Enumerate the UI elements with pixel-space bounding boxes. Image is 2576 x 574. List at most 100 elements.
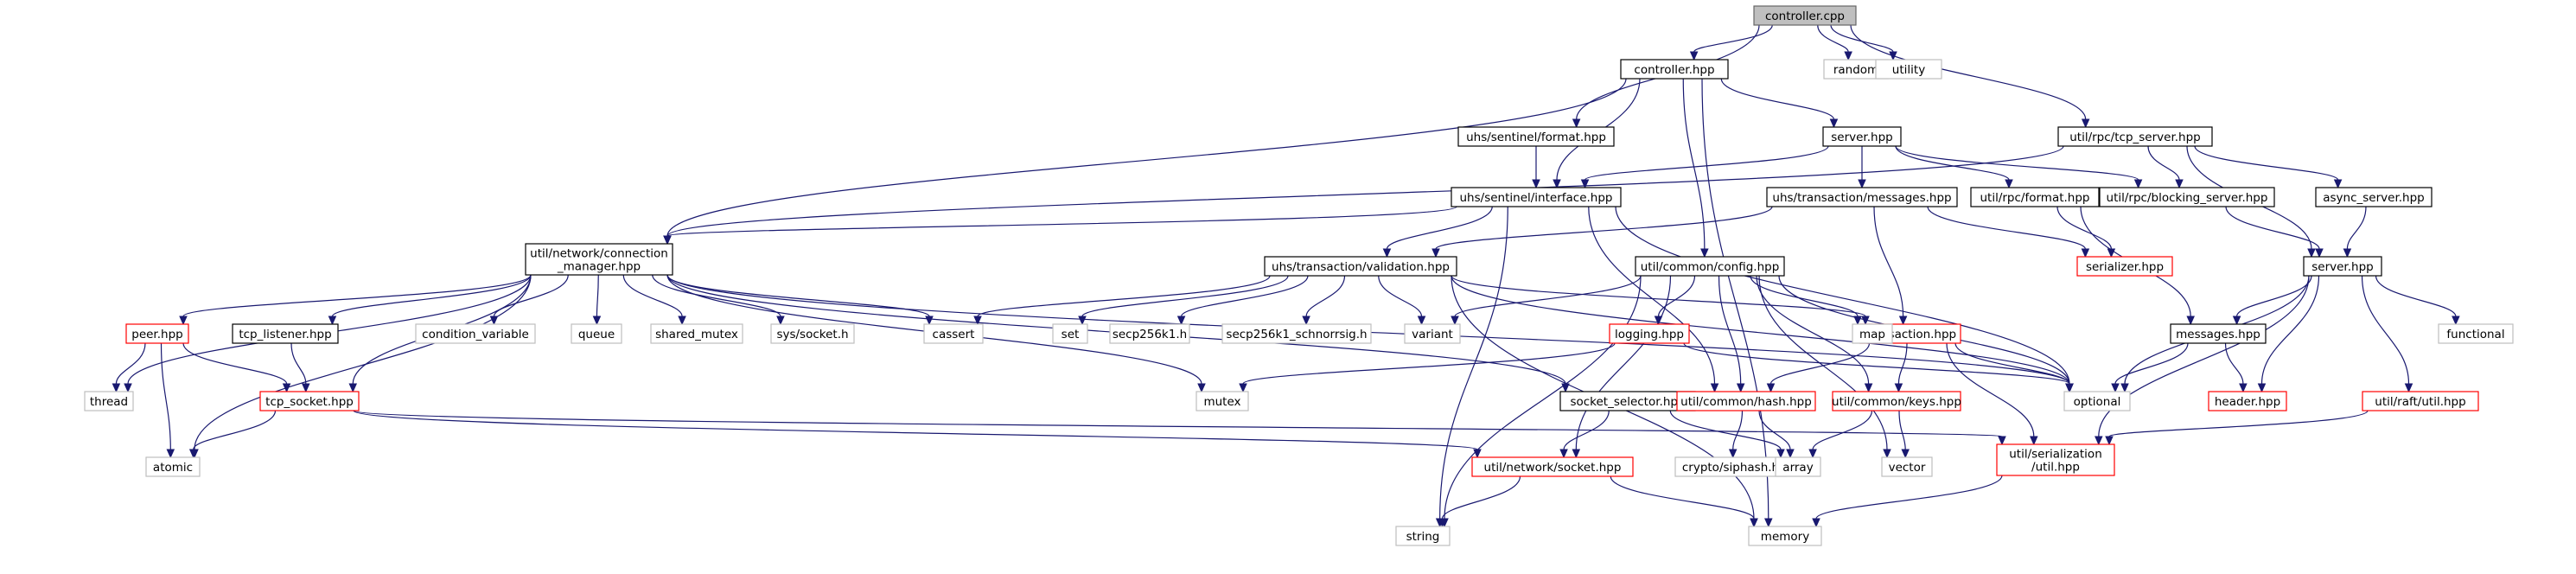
node-async-server-hpp[interactable]: async_server.hpp	[2315, 187, 2433, 207]
edge-connection-manager-hpp-to-condition-variable	[493, 274, 569, 317]
node-label: vector	[1889, 461, 1926, 475]
edge-arrowhead	[2257, 383, 2267, 393]
node-blocking-server-hpp[interactable]: util/rpc/blocking_server.hpp	[2099, 187, 2275, 207]
node-controller-cpp[interactable]: controller.cpp	[1753, 5, 1857, 26]
edge-arrowhead	[1776, 449, 1785, 459]
node-optional: optional	[2063, 391, 2131, 411]
node-sys-socket-h: sys/socket.h	[770, 323, 855, 344]
edge-transaction-hpp-to-keys-hpp	[1897, 342, 1908, 385]
node-box	[1395, 526, 1451, 546]
edge-tcp-socket-hpp-to-serialization-util-hpp	[353, 410, 2003, 437]
node-label: crypto/siphash.h	[1682, 461, 1779, 475]
edge-rpc-server-hpp-to-header-hpp	[2260, 275, 2320, 385]
edge-validation-hpp-to-set	[1081, 275, 1289, 317]
node-tcp-listener-hpp[interactable]: tcp_listener.hpp	[232, 323, 339, 344]
node-network-socket-hpp[interactable]: util/network/socket.hpp	[1471, 456, 1634, 477]
edge-sentinel-interface-hpp-to-string	[1439, 206, 1508, 520]
node-label: util/common/config.hpp	[1641, 260, 1780, 274]
node-label: util/network/socket.hpp	[1484, 461, 1622, 475]
node-box	[650, 323, 743, 344]
node-label: optional	[2074, 395, 2121, 409]
edge-arrowhead	[2081, 248, 2090, 258]
edge-messages-hpp-to-header-hpp	[2224, 342, 2244, 385]
edge-server-hpp-to-rpc-format-hpp	[1895, 145, 2010, 181]
node-tcp-server-hpp[interactable]: util/rpc/tcp_server.hpp	[2057, 126, 2213, 147]
node-logging-hpp[interactable]: logging.hpp	[1609, 323, 1690, 344]
node-peer-hpp[interactable]: peer.hpp	[125, 323, 189, 344]
node-label: util/common/hash.hpp	[1680, 395, 1812, 409]
edge-arrowhead	[489, 316, 499, 326]
edge-arrowhead	[1239, 383, 1247, 393]
node-box	[1609, 323, 1690, 344]
node-box	[1404, 323, 1461, 344]
node-label: _manager.hpp	[557, 260, 641, 274]
edge-arrowhead	[2133, 179, 2143, 189]
node-label: messages.hpp	[2176, 328, 2260, 341]
edge-arrowhead	[2404, 383, 2413, 393]
node-hash-hpp[interactable]: util/common/hash.hpp	[1676, 391, 1816, 411]
node-sentinel-format-hpp[interactable]: uhs/sentinel/format.hpp	[1457, 126, 1615, 147]
edge-arrowhead	[1829, 118, 1839, 129]
node-string: string	[1395, 526, 1451, 546]
edge-arrowhead	[678, 316, 686, 326]
edge-validation-hpp-to-secp256k1-h	[1181, 275, 1309, 317]
node-label: uhs/transaction/validation.hpp	[1272, 260, 1450, 274]
node-raft-util-hpp[interactable]: util/raft/util.hpp	[2362, 391, 2479, 411]
edge-tcp-socket-hpp-to-atomic	[193, 410, 277, 450]
edge-sentinel-interface-hpp-to-hash-hpp	[1588, 206, 1716, 385]
node-keys-hpp[interactable]: util/common/keys.hpp	[1832, 391, 1961, 411]
edge-tcp-socket-hpp-to-network-socket-hpp	[353, 410, 1478, 450]
node-serializer-hpp[interactable]: serializer.hpp	[2076, 256, 2173, 277]
node-label: sys/socket.h	[776, 328, 848, 341]
edge-connection-manager-hpp-to-tcp-listener-hpp	[331, 274, 532, 317]
edge-arrowhead	[1382, 248, 1392, 258]
node-label: controller.cpp	[1765, 10, 1845, 23]
node-label: header.hpp	[2215, 395, 2280, 409]
edge-validation-hpp-to-variant	[1378, 275, 1423, 317]
node-rpc-format-hpp[interactable]: util/rpc/format.hpp	[1970, 187, 2100, 207]
node-box	[2099, 187, 2275, 207]
edge-arrowhead	[112, 383, 121, 393]
node-label: async_server.hpp	[2323, 191, 2425, 205]
node-label: thread	[90, 395, 128, 409]
node-mutex: mutex	[1196, 391, 1249, 411]
edge-arrowhead	[1766, 383, 1776, 393]
node-box	[415, 323, 536, 344]
node-tcp-socket-hpp[interactable]: tcp_socket.hpp	[259, 391, 360, 411]
node-connection-manager-hpp[interactable]: util/network/connection_manager.hpp	[525, 243, 673, 276]
node-controller-hpp[interactable]: controller.hpp	[1620, 59, 1729, 80]
edge-controller-cpp-to-tcp-server-hpp	[1850, 24, 2087, 120]
edge-arrowhead	[2111, 383, 2120, 393]
node-serialization-util-hpp[interactable]: util/serialization/util.hpp	[1996, 443, 2115, 476]
node-box	[1471, 456, 1634, 477]
node-label: utility	[1892, 63, 1925, 77]
node-config-hpp[interactable]: util/common/config.hpp	[1635, 256, 1785, 277]
edge-connection-manager-hpp-to-shared-mutex	[622, 274, 683, 317]
edge-arrowhead	[1572, 449, 1581, 459]
node-label: array	[1782, 461, 1813, 475]
edge-arrowhead	[348, 383, 358, 393]
edge-transaction-messages-hpp-to-validation-hpp	[1435, 206, 1773, 250]
node-server-hpp[interactable]: server.hpp	[1822, 126, 1902, 147]
node-rpc-server-hpp[interactable]: server.hpp	[2303, 256, 2382, 277]
edge-arrowhead	[179, 316, 188, 326]
node-box	[1676, 391, 1816, 411]
node-box	[1775, 456, 1821, 477]
edge-config-hpp-to-network-socket-hpp	[1575, 275, 1672, 450]
node-header-hpp[interactable]: header.hpp	[2208, 391, 2287, 411]
edge-sentinel-interface-hpp-to-connection-manager-hpp	[666, 206, 1457, 237]
node-secp256k1-schnorrsig-h: secp256k1_schnorrsig.h	[1221, 323, 1372, 344]
edge-arrowhead	[1812, 518, 1820, 528]
node-utility: utility	[1875, 59, 1942, 80]
node-transaction-messages-hpp[interactable]: uhs/transaction/messages.hpp	[1766, 187, 1958, 207]
edge-logging-hpp-to-mutex	[1242, 342, 1616, 385]
node-validation-hpp[interactable]: uhs/transaction/validation.hpp	[1264, 256, 1457, 277]
node-label: util/rpc/blocking_server.hpp	[2107, 191, 2268, 205]
node-sentinel-interface-hpp[interactable]: uhs/sentinel/interface.hpp	[1451, 187, 1622, 207]
edge-arrowhead	[1901, 449, 1910, 459]
edge-arrowhead	[1883, 449, 1891, 459]
node-socket-selector-hpp[interactable]: socket_selector.hpp	[1559, 391, 1696, 411]
node-messages-hpp[interactable]: messages.hpp	[2170, 323, 2267, 344]
node-box	[525, 243, 673, 276]
